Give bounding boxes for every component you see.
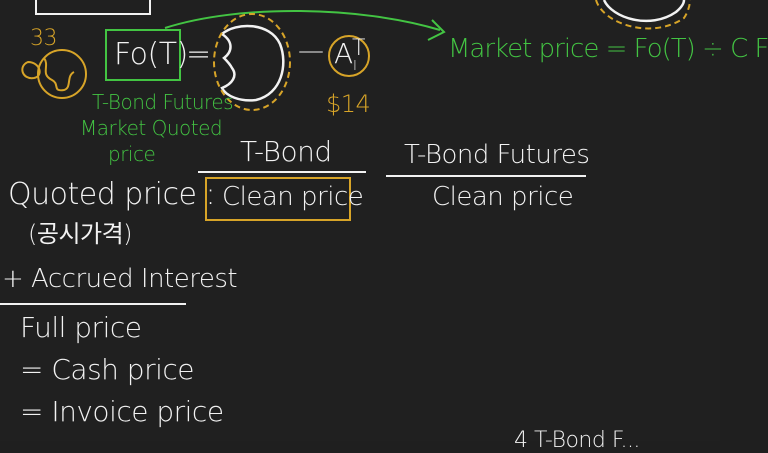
futures-price-symbol: Fo(T) <box>114 37 188 72</box>
futures-clean-price: Clean price <box>432 182 574 212</box>
equals-sign: = <box>186 37 211 72</box>
top-right-dashed-circle <box>595 0 691 30</box>
top-right-circle <box>602 0 686 22</box>
margin-gold-circle <box>37 49 87 99</box>
margin-gold-loop <box>21 60 41 80</box>
full-price-label: Full price <box>20 311 142 344</box>
green-arrow-curve <box>164 9 441 31</box>
futures-note-line1: T-Bond Futures <box>92 90 234 114</box>
green-arrow-head <box>427 19 446 41</box>
fot-green-box <box>105 29 181 81</box>
tbond-header: T-Bond <box>240 135 332 168</box>
invoice-price-label: = Invoice price <box>20 395 224 428</box>
ai-gold-circle <box>328 35 370 77</box>
quoted-price-korean: (공시가격) <box>28 220 133 248</box>
tbond-clean-price: Clean price <box>222 182 364 212</box>
futures-note-line2: Market Quoted <box>80 116 223 140</box>
margin-gold-scribble <box>43 57 75 92</box>
accrued-interest-symbol: A <box>334 37 353 70</box>
ink-strokes <box>0 0 691 305</box>
cash-price-label: = Cash price <box>20 353 195 386</box>
clean-price-gold-box <box>205 177 351 221</box>
clean-price-dashed-ring <box>213 13 291 111</box>
accrued-interest-subscript: I <box>353 59 357 74</box>
quoted-price-label: Quoted price : <box>8 177 216 212</box>
market-price-formula: Market price = Fo(T) ÷ C F <box>448 34 768 64</box>
accrued-interest-superscript: T <box>352 36 365 61</box>
futures-note-line3: price <box>108 142 156 166</box>
futures-header: T-Bond Futures <box>404 140 590 170</box>
clean-price-shape <box>219 24 285 102</box>
margin-mark: 33 <box>30 26 58 51</box>
bottom-fragment: 4 T-Bond F... <box>514 428 640 453</box>
minus-sign: — <box>298 36 324 66</box>
accrued-interest-label: + Accrued Interest <box>2 264 238 294</box>
top-partial-box <box>35 0 151 15</box>
accrued-interest-value: $14 <box>326 90 371 118</box>
